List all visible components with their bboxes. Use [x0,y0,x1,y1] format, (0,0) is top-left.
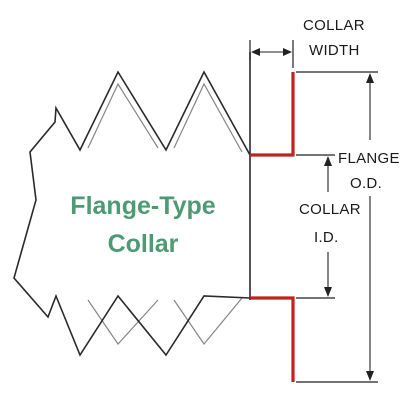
collar-width-arrow-right [283,48,292,56]
diagram-title-line1: Flange-Type [70,192,215,220]
collar-id-label-line1: COLLAR [299,201,361,218]
flange-od-label-line2: O.D. [350,175,382,192]
convolution-detail-bottom [87,297,243,345]
convolution-detail-top [87,82,243,153]
collar-id-label-line2: I.D. [314,229,339,246]
diagram-title-line2: Collar [108,230,179,258]
flange-od-arrow-top [366,73,374,83]
collar-bottom [250,296,295,382]
collar-id-arrow-bottom [324,287,332,297]
flange-od-arrow-bottom [366,371,374,381]
collar-width-arrow-left [251,48,260,56]
flange-od-label-line1: FLANGE [338,150,400,167]
collar-top [250,72,295,157]
bellows-outline [13,70,251,357]
collar-width-label-line2: WIDTH [309,42,360,59]
collar-id-arrow-top [324,156,332,166]
collar-width-label-line1: COLLAR [303,17,365,34]
